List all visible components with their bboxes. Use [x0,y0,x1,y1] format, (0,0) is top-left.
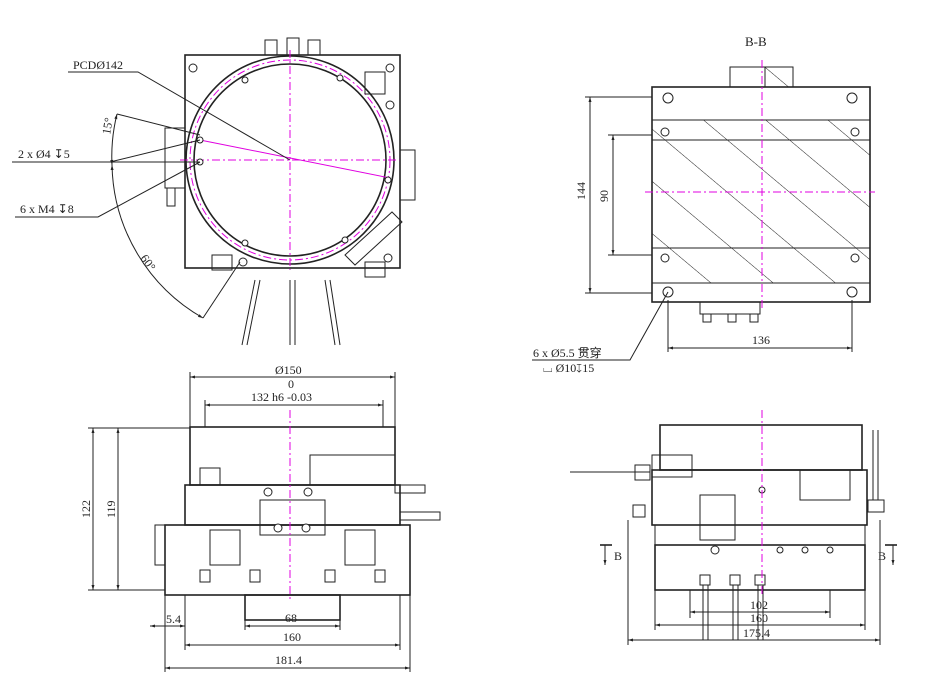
right-bracket [399,149,416,201]
angle-15-label: 15° [99,116,116,135]
dim-5-4: 5.4 [166,612,181,626]
section-mark-left-label: B [614,549,622,563]
section-holes [660,92,860,298]
hatched-section [651,139,871,249]
pcd-label: PCDØ142 [73,58,123,72]
dim-102: 102 [750,598,768,612]
dim-175-4: 175.4 [743,626,770,640]
mount-holes [188,63,395,267]
corner-clamp [344,211,403,266]
dim-144: 144 [574,182,588,200]
dim-181-4: 181.4 [275,653,302,667]
dim-136: 136 [752,333,770,347]
front-flange [189,426,396,486]
cables [211,254,386,346]
top-plate-outline [184,54,401,269]
dim-132-h6: 132 h6 -0.03 [251,390,312,404]
front-view: Ø150 0 132 h6 -0.03 122 119 68 160 181.4… [79,363,441,672]
section-mark-right: B [878,544,897,565]
side-view: B B 102 160 175.4 [570,410,897,645]
pcd-leader [68,71,291,161]
dim-90: 90 [597,190,611,202]
angle-60-label: 60° [138,252,159,274]
top-view: PCDØ142 2 x Ø4 ↧5 6 x M4 ↧8 15° 60° [12,37,416,346]
dim-diameter-150: Ø150 [275,363,302,377]
hole-note-1: 6 x Ø5.5 贯穿 [533,345,602,360]
top-tabs [264,37,321,56]
dim-68: 68 [285,611,297,625]
holes-label-2: 6 x M4 ↧8 [20,202,74,216]
holes-label-1: 2 x Ø4 ↧5 [18,147,70,161]
dim-160-front: 160 [283,630,301,644]
side-holes [699,486,834,586]
section-view: B-B 144 90 136 6 x Ø5.5 贯穿 ⌴ Ø10↧15 [532,34,875,375]
section-mark-right-label: B [878,549,886,563]
section-mark-left: B [600,544,622,565]
dim-119: 119 [104,500,118,518]
dim-160-side: 160 [750,611,768,625]
section-title: B-B [745,34,767,49]
front-holes [199,487,386,583]
side-top-block [659,424,863,471]
dim-tolerance-upper: 0 [288,377,294,391]
hole-note-2: ⌴ Ø10↧15 [543,361,594,375]
dim-122: 122 [79,500,93,518]
inner-bore [193,63,387,257]
